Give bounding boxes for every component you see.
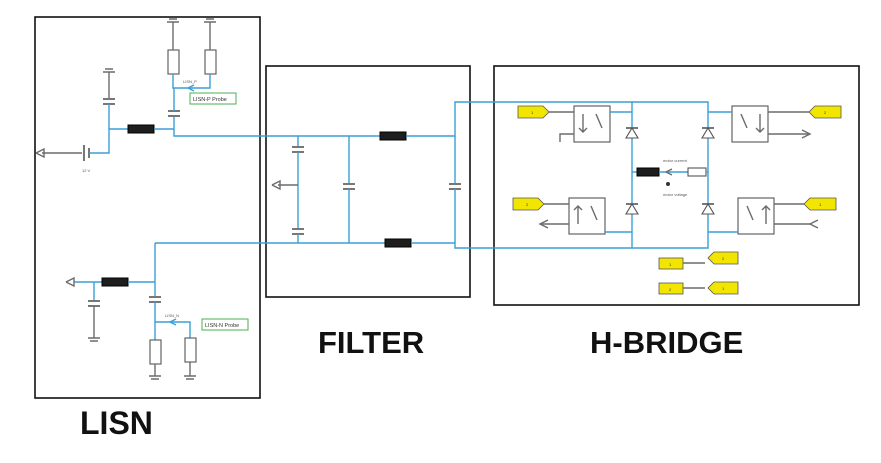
hbridge-circuit: motor current motor voltage 1 2 2 1 1 (494, 101, 842, 295)
filter-inductor-p-icon (379, 131, 407, 141)
lisn-circuit: 12 V LISN_P LISN-P Probe (35, 18, 260, 173)
ground-icon (88, 337, 100, 342)
resistor-icon (204, 49, 217, 75)
lisn-inductor-p-icon (127, 124, 155, 134)
svg-text:1: 1 (669, 262, 672, 267)
gate-tag-bottom-left: 2 (512, 197, 545, 211)
hbridge-block-label: H-BRIDGE (590, 325, 744, 360)
resistor-icon (184, 337, 197, 363)
lisn-n-probe-label: LISN-N Probe (205, 323, 239, 329)
switch-bottom-left-icon (568, 197, 606, 235)
lisn-n-circuit: LISN_N LISN-N Probe (65, 243, 249, 380)
lisn-p-probe-box (189, 92, 237, 105)
lisn-block-frame (34, 16, 261, 399)
diode-icon (701, 202, 715, 215)
gate-tag-bottom-right: 1 (803, 197, 837, 211)
svg-text:1: 1 (819, 202, 822, 207)
gate-tag-top-right: 2 (808, 105, 842, 119)
switch-top-left-icon (573, 105, 611, 143)
svg-text:2: 2 (824, 110, 827, 115)
switch-top-right-icon (731, 105, 769, 143)
ground-icon (149, 375, 161, 380)
motor-resistor-icon (687, 167, 707, 177)
ground-icon (184, 375, 196, 380)
ground-icon (204, 18, 216, 23)
net-label-lisn-p: LISN_P (183, 79, 197, 84)
tag-map-row-1: 1 2 (658, 251, 739, 270)
tag-map-row-2: 2 1 (658, 281, 739, 295)
hbridge-block-frame (493, 65, 860, 306)
filter-block-frame (265, 65, 471, 298)
gate-tag-top-left: 1 (517, 105, 550, 119)
svg-text:1: 1 (531, 110, 534, 115)
net-label-lisn-n: LISN_N (165, 313, 179, 318)
ground-icon (103, 68, 115, 73)
diode-icon (701, 126, 715, 139)
lisn-block-label: LISN (80, 405, 153, 441)
filter-block-label: FILTER (318, 325, 425, 360)
voltage-probe-icon (666, 182, 670, 186)
svg-text:1: 1 (722, 286, 725, 291)
lisn-inductor-n-icon (101, 277, 129, 287)
motor-voltage-label: motor voltage (663, 192, 688, 197)
svg-text:2: 2 (526, 202, 529, 207)
filter-circuit (155, 101, 494, 249)
lisn-p-probe-label: LISN-P Probe (193, 97, 227, 103)
filter-inductor-n-icon (384, 238, 412, 248)
svg-text:2: 2 (669, 287, 672, 292)
lisn-n-probe-box (201, 318, 249, 331)
resistor-icon (149, 339, 162, 365)
battery-label: 12 V (82, 168, 91, 173)
switch-bottom-right-icon (737, 197, 775, 235)
motor-inductor-icon (636, 167, 660, 177)
diode-icon (625, 202, 639, 215)
resistor-icon (167, 49, 180, 75)
diode-icon (625, 126, 639, 139)
svg-text:2: 2 (722, 256, 725, 261)
motor-current-label: motor current (663, 158, 688, 163)
ground-icon (167, 18, 179, 23)
